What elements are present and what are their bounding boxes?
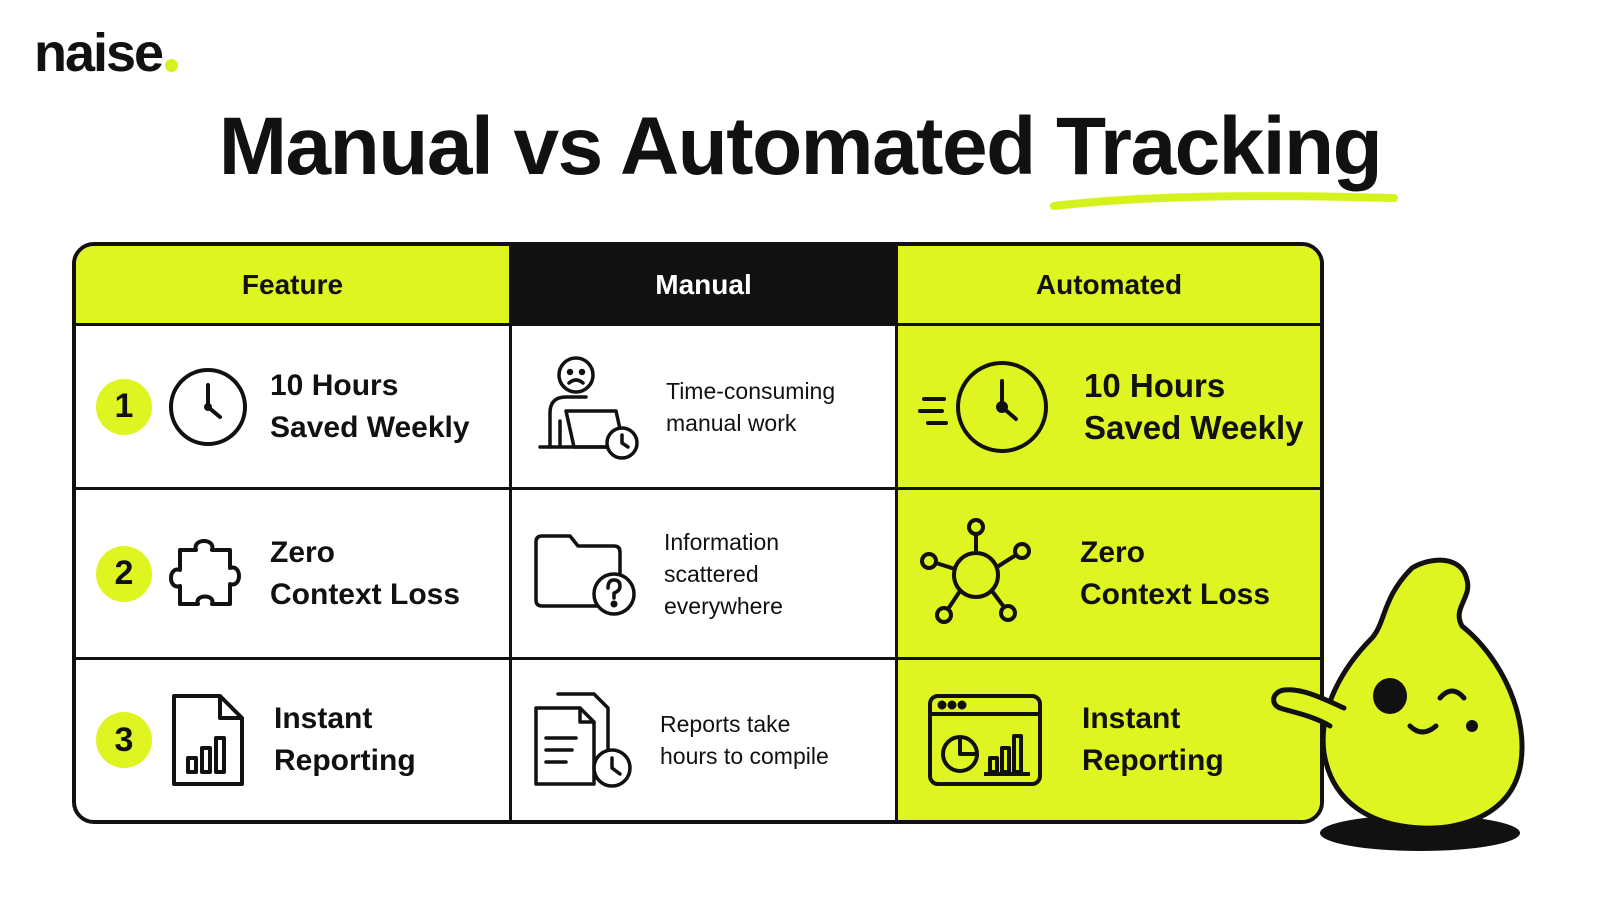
manual-line: Information <box>664 528 780 555</box>
underline-swoosh-icon <box>1049 192 1398 210</box>
automated-line2: Reporting <box>1082 744 1224 777</box>
title-highlight: Tracking <box>1049 100 1398 210</box>
feature-line2: Context Loss <box>270 577 461 611</box>
dashboard-window-icon <box>926 692 1044 788</box>
manual-text: Time-consuming manual work <box>666 375 835 439</box>
automated-line1: Instant <box>1082 702 1181 735</box>
folder-question-icon <box>532 528 640 620</box>
page-title: Manual vs Automated Tracking <box>0 100 1600 210</box>
automated-text: 10 Hours Saved Weekly <box>1084 365 1304 449</box>
automated-line1: 10 Hours <box>1084 366 1226 404</box>
manual-line: manual work <box>666 409 797 436</box>
feature-line2: Reporting <box>274 744 416 777</box>
feature-line1: Instant <box>274 702 373 735</box>
row-number: 2 <box>96 545 152 602</box>
row-2-manual: Information scattered everywhere <box>512 490 898 660</box>
feature-text: Zero Context Loss <box>270 532 460 616</box>
report-chart-icon <box>168 690 248 790</box>
winking-blob-mascot-icon <box>1271 557 1525 851</box>
feature-line1: 10 Hours <box>270 368 399 402</box>
manual-text: Reports take hours to compile <box>660 708 829 772</box>
logo-dot <box>165 59 179 72</box>
row-3-automated: Instant Reporting <box>898 660 1320 820</box>
automated-text: Instant Reporting <box>1082 698 1224 782</box>
manual-line: Time-consuming <box>666 377 836 404</box>
row-1-automated: 10 Hours Saved Weekly <box>898 326 1320 490</box>
mascot <box>1262 548 1552 873</box>
feature-line2: Saved Weekly <box>270 410 470 444</box>
automated-line1: Zero <box>1080 535 1146 569</box>
row-1-manual: Time-consuming manual work <box>512 326 898 490</box>
person-laptop-clock-icon <box>530 351 642 463</box>
manual-line: Reports take <box>660 711 791 737</box>
row-number: 1 <box>96 378 152 435</box>
network-hub-icon <box>918 515 1036 633</box>
fast-clock-icon <box>918 357 1050 457</box>
row-2-feature: 2 Zero Context Loss <box>76 490 512 660</box>
row-number: 3 <box>96 712 152 768</box>
automated-line2: Context Loss <box>1080 577 1271 611</box>
clock-icon <box>166 365 250 449</box>
automated-text: Zero Context Loss <box>1080 532 1270 616</box>
header-automated: Automated <box>898 246 1320 326</box>
manual-line: everywhere <box>664 592 783 619</box>
row-2-automated: Zero Context Loss <box>898 490 1320 660</box>
row-3-feature: 3 Instant Reporting <box>76 660 512 820</box>
puzzle-icon <box>158 528 250 620</box>
manual-line: scattered <box>664 560 759 587</box>
brand-logo: naise <box>34 22 179 84</box>
feature-text: 10 Hours Saved Weekly <box>270 365 470 449</box>
automated-line2: Saved Weekly <box>1084 408 1304 446</box>
manual-text: Information scattered everywhere <box>664 526 783 622</box>
row-1-feature: 1 10 Hours Saved Weekly <box>76 326 512 490</box>
feature-line1: Zero <box>270 535 336 569</box>
title-prefix: Manual vs Automated <box>218 101 1036 192</box>
documents-clock-icon <box>532 688 636 792</box>
manual-line: hours to compile <box>660 743 829 769</box>
title-highlight-text: Tracking <box>1055 101 1383 192</box>
header-feature: Feature <box>76 246 512 326</box>
feature-text: Instant Reporting <box>274 698 416 782</box>
comparison-table: Feature Manual Automated 1 10 Hours Save… <box>72 242 1324 824</box>
brand-name: naise <box>34 23 164 83</box>
header-manual: Manual <box>512 246 898 326</box>
row-3-manual: Reports take hours to compile <box>512 660 898 820</box>
